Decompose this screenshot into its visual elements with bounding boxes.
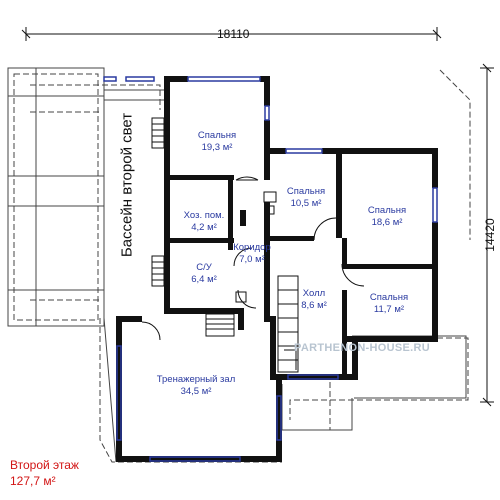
room-name: Спальня — [367, 205, 407, 216]
room-area: 7,0 м² — [239, 254, 265, 265]
room-bedroom-1: Спальня 19,3 м² — [198, 130, 236, 154]
room-area: 18,6 м² — [371, 217, 403, 228]
room-name: Спальня — [286, 186, 326, 197]
room-bedroom-3: Спальня 18,6 м² — [368, 205, 406, 229]
room-name: Холл — [302, 288, 326, 299]
room-utility: Хоз. пом. 4,2 м² — [184, 210, 225, 234]
room-area: 6,4 м² — [191, 274, 217, 285]
room-area: 19,3 м² — [201, 142, 233, 153]
walls — [116, 76, 438, 462]
room-area: 11,7 м² — [373, 304, 405, 315]
room-area: 10,5 м² — [290, 198, 322, 209]
room-hall: Холл 8,6 м² — [301, 288, 327, 312]
room-corridor: Коридор 7,0 м² — [233, 242, 271, 266]
room-name: Спальня — [369, 292, 409, 303]
pool-roof-outline — [7, 67, 166, 327]
windows — [103, 76, 438, 462]
height-dimension: 14420 — [483, 218, 497, 252]
room-area: 34,5 м² — [180, 386, 212, 397]
pool-label: Бассейн второй свет — [118, 112, 136, 258]
floor-name: Второй этаж — [10, 458, 79, 472]
room-bedroom-2: Спальня 10,5 м² — [287, 186, 325, 210]
stairs — [151, 117, 299, 373]
watermark: PARTHENON-HOUSE.RU — [294, 342, 430, 354]
room-name: Коридор — [233, 242, 271, 253]
room-name: С/У — [196, 262, 212, 273]
floor-title: Второй этаж 127,7 м² — [10, 457, 79, 489]
room-area: 4,2 м² — [191, 222, 217, 233]
room-name: Хоз. пом. — [183, 210, 225, 221]
width-dimension: 18110 — [217, 27, 250, 41]
room-name: Тренажерный зал — [156, 374, 236, 385]
room-gym: Тренажерный зал 34,5 м² — [157, 374, 236, 398]
room-bathroom: С/У 6,4 м² — [191, 262, 217, 286]
floor-area: 127,7 м² — [10, 474, 56, 488]
room-name: Спальня — [197, 130, 237, 141]
room-bedroom-4: Спальня 11,7 м² — [370, 292, 408, 316]
room-area: 8,6 м² — [301, 300, 327, 311]
dimension-lines — [21, 27, 494, 407]
